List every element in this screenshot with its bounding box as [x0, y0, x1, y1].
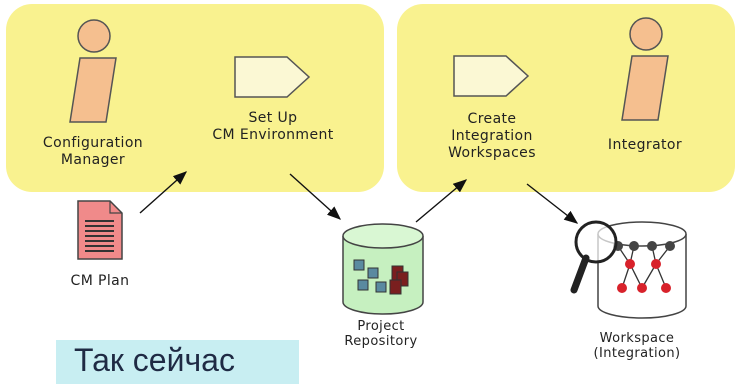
- status-callout: Так сейчас: [56, 340, 299, 384]
- configuration-manager-person-icon: [69, 19, 117, 123]
- arrow-create-to-workspace: [526, 183, 579, 224]
- cm-plan-document-icon: [77, 200, 123, 260]
- create-workspaces-label: Create Integration Workspaces: [448, 111, 536, 161]
- integrator-panel: [397, 4, 735, 192]
- status-callout-text: Так сейчас: [74, 342, 235, 378]
- arrow-setup-to-repository: [289, 173, 342, 220]
- integrator-label: Integrator: [607, 137, 683, 153]
- arrow-repository-to-create: [415, 179, 468, 223]
- project-repository-label: Project Repository: [344, 319, 418, 349]
- workspace-label: Workspace (Integration): [593, 331, 681, 361]
- setup-cm-label: Set Up CM Environment: [212, 110, 334, 143]
- configuration-manager-label: Configuration Manager: [42, 135, 144, 168]
- config-manager-panel: [6, 4, 384, 192]
- arrow-cm-plan-to-setup: [139, 171, 188, 214]
- workspace-magnifier-icon: [570, 220, 687, 319]
- create-workspaces-activity-icon: [453, 55, 530, 97]
- integrator-person-icon: [621, 17, 669, 121]
- cm-plan-label: CM Plan: [70, 273, 130, 289]
- setup-cm-activity-icon: [234, 56, 311, 98]
- project-repository-icon: [342, 223, 424, 315]
